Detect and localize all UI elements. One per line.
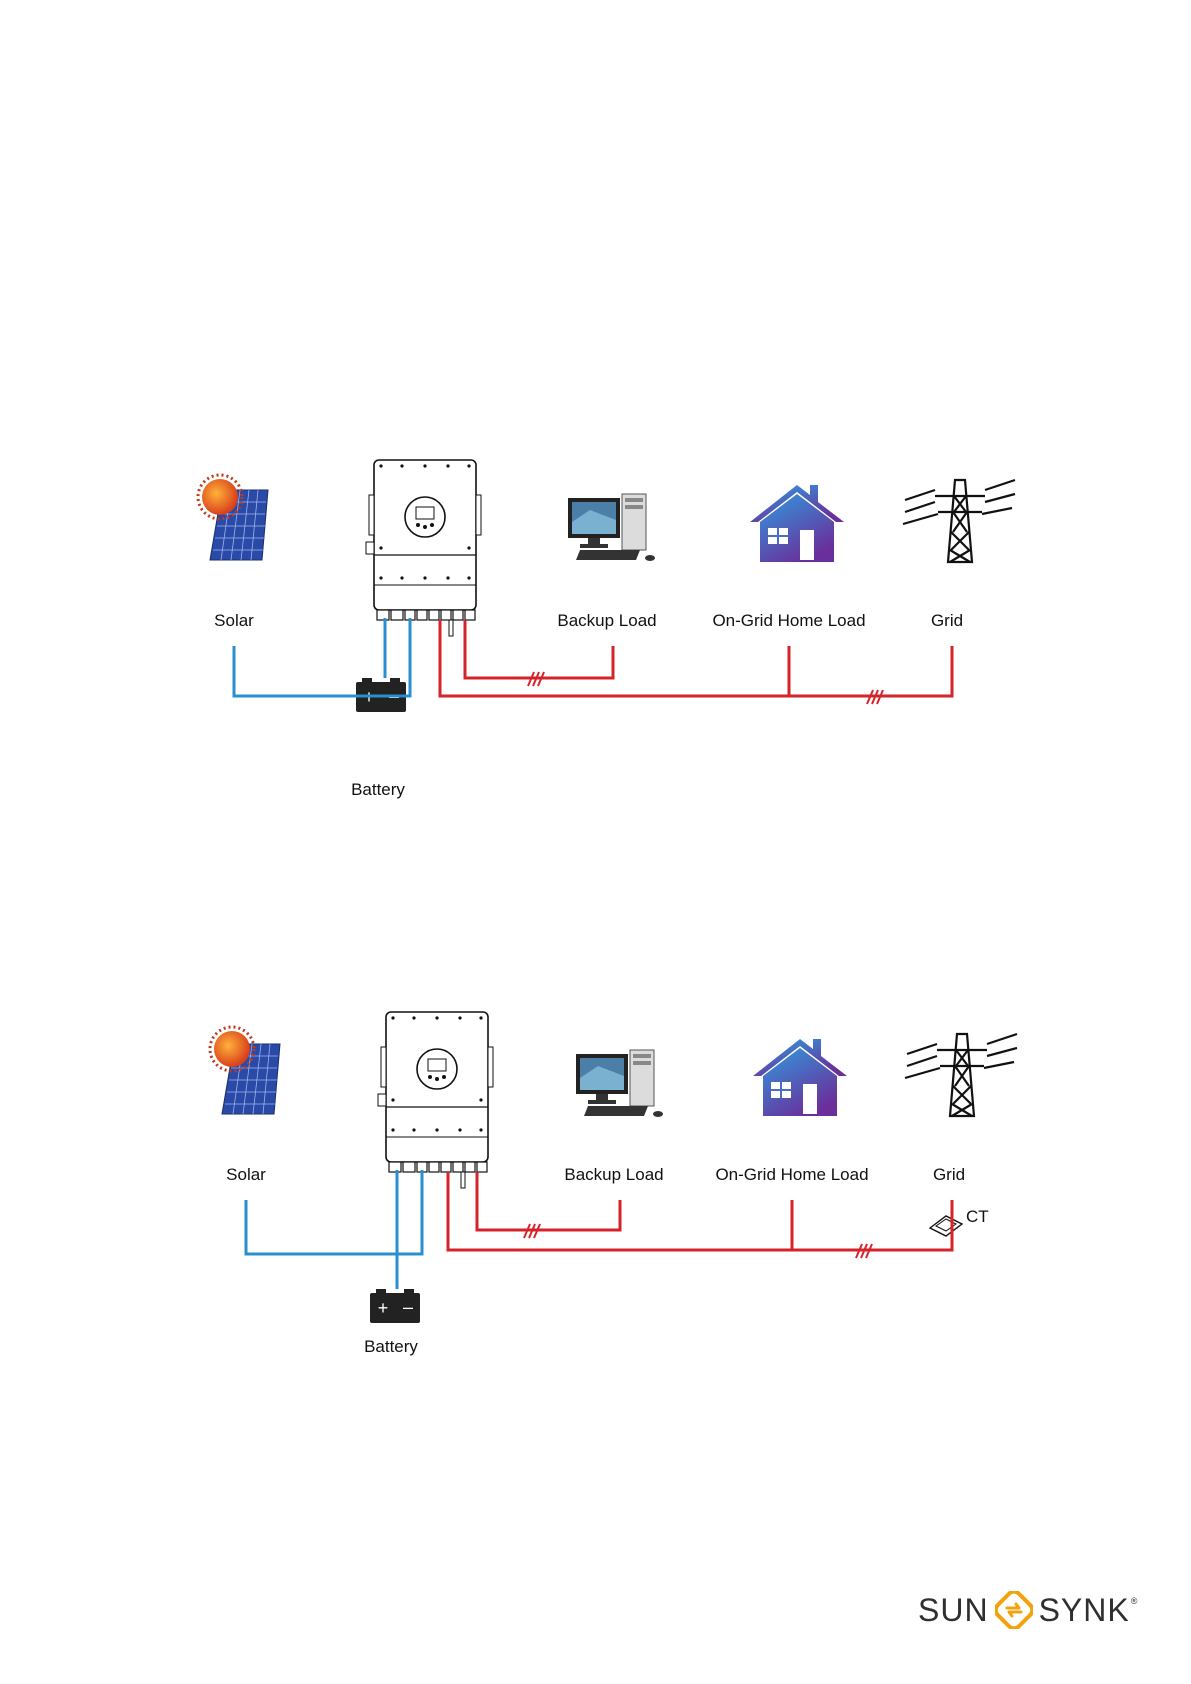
solar-panel-icon <box>210 1027 280 1114</box>
registered-mark: ® <box>1131 1596 1138 1606</box>
solar-label: Solar <box>214 611 254 631</box>
svg-text:+: + <box>378 1298 389 1318</box>
backup-load-label: Backup Load <box>557 611 656 631</box>
grid-label: Grid <box>933 1165 965 1185</box>
svg-text:–: – <box>403 1297 413 1317</box>
inverter-icon <box>378 1012 493 1188</box>
ct-label: CT <box>966 1207 989 1227</box>
battery-icon: + – <box>370 1289 420 1323</box>
ct-clamp-icon <box>930 1216 962 1236</box>
sunsynk-logo: SUN SYNK ® <box>918 1590 1137 1630</box>
home-load-label: On-Grid Home Load <box>712 611 865 631</box>
battery-label: Battery <box>364 1337 418 1357</box>
solar-panel-icon <box>198 475 268 560</box>
home-load-label: On-Grid Home Load <box>715 1165 868 1185</box>
grid-label: Grid <box>931 611 963 631</box>
diagram-2: + – Solar Backup Load On-Grid Home Load … <box>0 1004 1191 1364</box>
backup-load-label: Backup Load <box>564 1165 663 1185</box>
dc-wiring <box>246 1170 422 1289</box>
logo-word-right: SYNK <box>1039 1592 1130 1629</box>
ac-wiring <box>440 620 952 704</box>
computer-icon <box>576 1050 663 1117</box>
transmission-tower-icon <box>903 480 1015 562</box>
house-icon <box>753 1039 847 1116</box>
computer-icon <box>568 494 655 561</box>
inverter-icon <box>366 460 481 636</box>
ac-wiring <box>448 1172 952 1258</box>
logo-word-left: SUN <box>918 1592 989 1629</box>
house-icon <box>750 485 844 562</box>
logo-mark-icon <box>995 1591 1033 1629</box>
diagram-1: + – Solar Backup Load On-Grid Home Load … <box>0 450 1191 810</box>
transmission-tower-icon <box>905 1034 1017 1116</box>
solar-label: Solar <box>226 1165 266 1185</box>
battery-label: Battery <box>351 780 405 800</box>
